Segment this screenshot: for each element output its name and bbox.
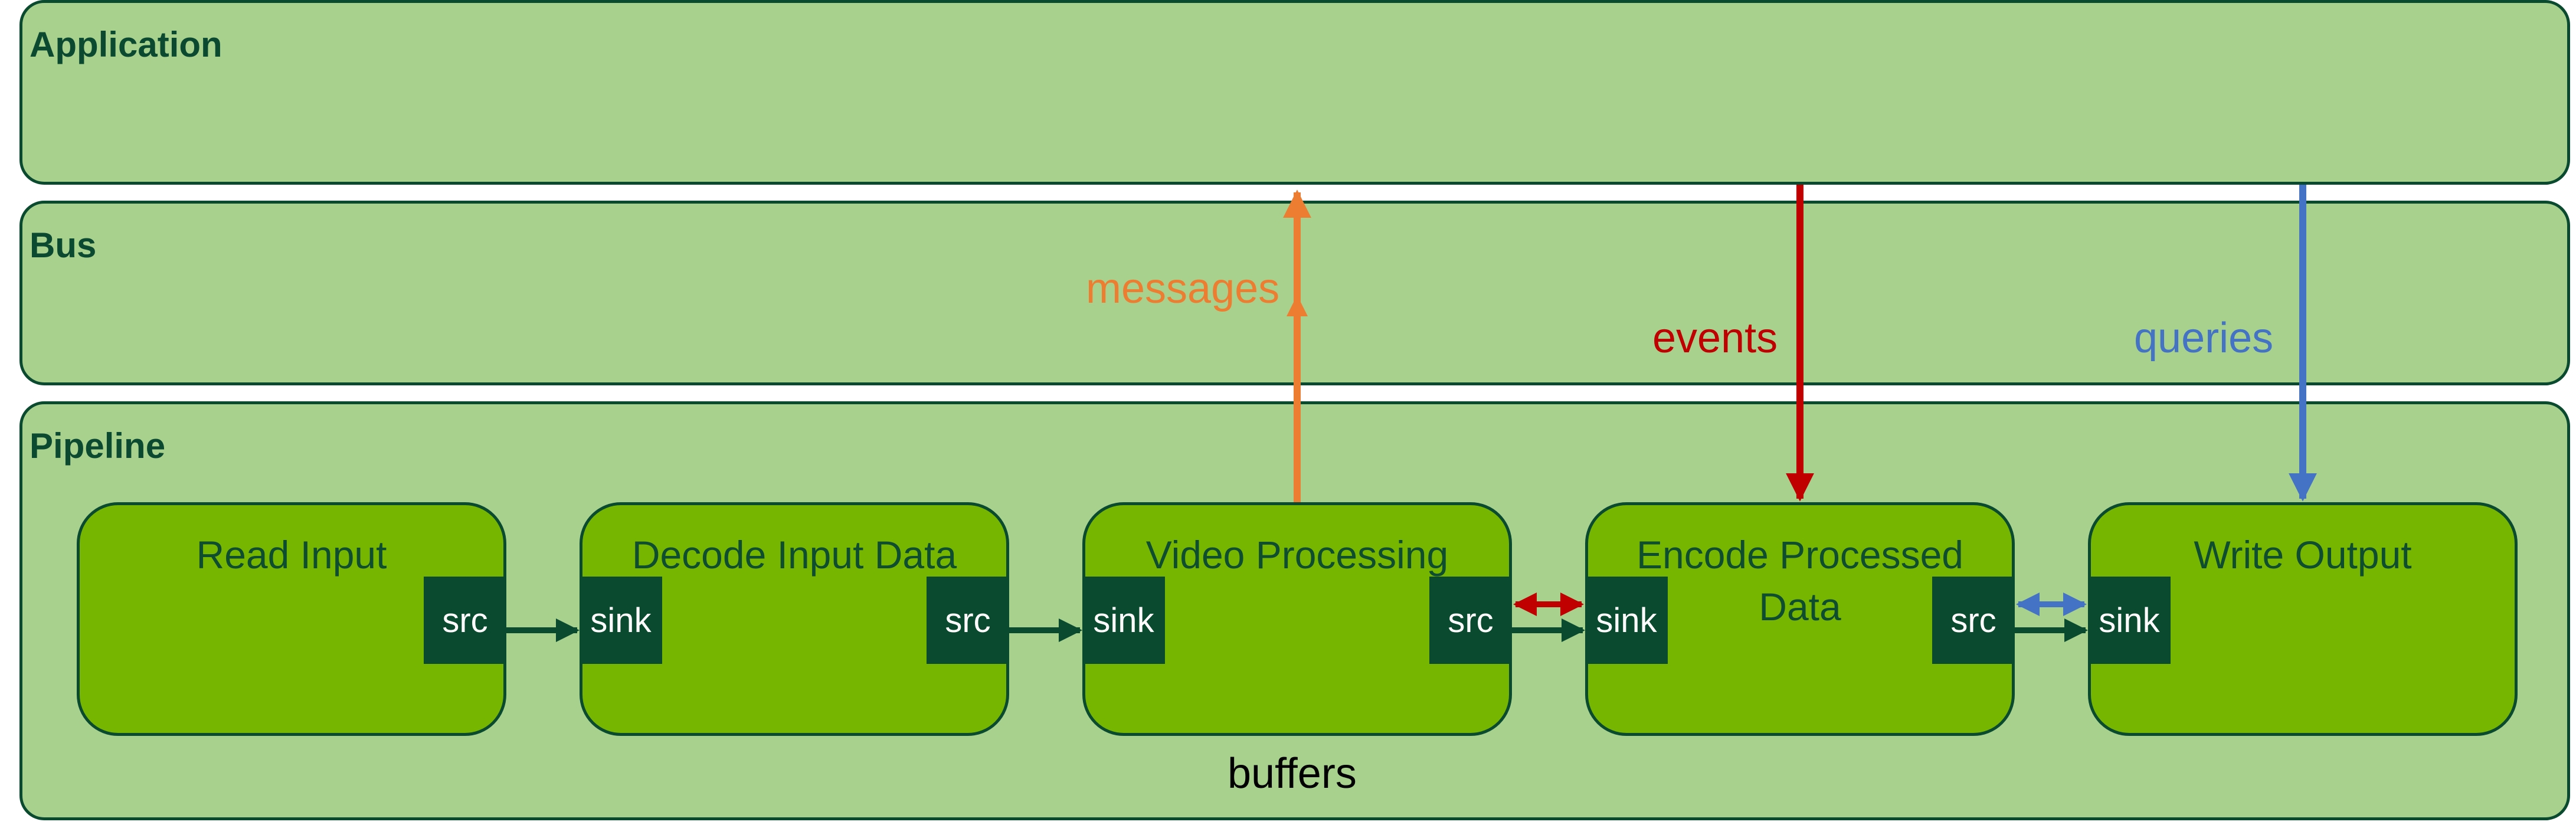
application-layer: Application — [19, 0, 2570, 185]
application-layer-title: Application — [30, 25, 222, 64]
sink-pad: sink — [2088, 577, 2171, 664]
sink-pad: sink — [580, 577, 662, 664]
bus-layer-title: Bus — [30, 225, 97, 265]
src-pad: src — [1932, 577, 2015, 664]
element-title: Decode Input Data — [631, 533, 957, 577]
element-title: Read Input — [196, 533, 387, 577]
src-pad: src — [424, 577, 506, 664]
messages-label: messages — [1086, 265, 1280, 312]
element-title: Video Processing — [1145, 533, 1449, 577]
src-pad: src — [1429, 577, 1512, 664]
element-title: Write Output — [2194, 533, 2412, 577]
events-label: events — [1652, 315, 1778, 362]
sink-pad: sink — [1082, 577, 1165, 664]
src-pad: src — [927, 577, 1009, 664]
sink-pad: sink — [1585, 577, 1668, 664]
buffers-label: buffers — [1228, 750, 1357, 797]
queries-label: queries — [2134, 315, 2274, 362]
element-title: Encode Processed Data — [1636, 533, 1963, 628]
pipeline-layer-title: Pipeline — [30, 426, 166, 466]
messages-arrow-mid-head — [1287, 295, 1308, 316]
